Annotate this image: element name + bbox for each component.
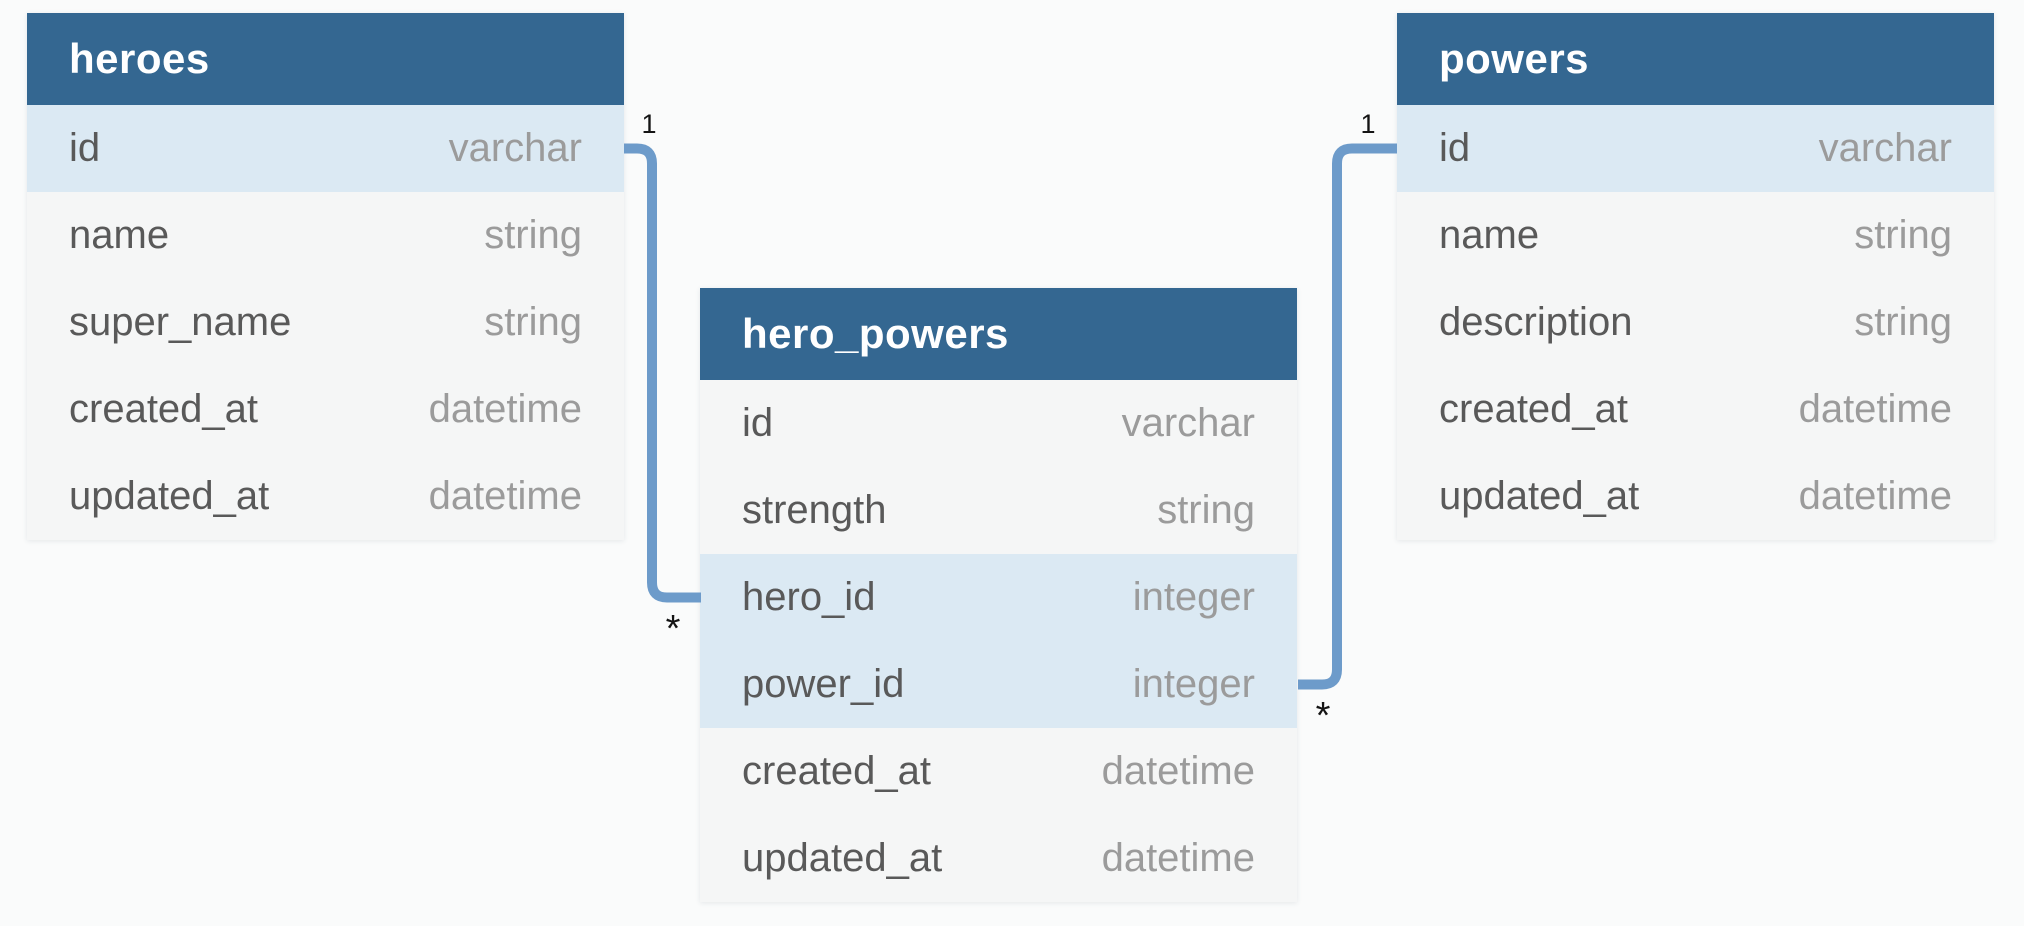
row-powers-description[interactable]: description string xyxy=(1397,279,1994,366)
field-name: hero_id xyxy=(742,575,876,619)
field-name: updated_at xyxy=(69,474,270,518)
field-type: datetime xyxy=(1798,387,1952,431)
table-title: heroes xyxy=(69,35,210,82)
field-name: power_id xyxy=(742,662,905,706)
field-name: name xyxy=(69,213,170,257)
row-hero-powers-id[interactable]: id varchar xyxy=(700,380,1297,467)
table-powers[interactable]: powers id varchar name string descriptio… xyxy=(1397,13,1994,540)
field-type: integer xyxy=(1132,662,1255,706)
field-type: varchar xyxy=(1818,126,1952,170)
table-heroes-header[interactable]: heroes xyxy=(27,13,624,105)
field-name: super_name xyxy=(69,300,292,344)
field-name: updated_at xyxy=(1439,474,1640,518)
row-hero-powers-updated-at[interactable]: updated_at datetime xyxy=(700,815,1297,902)
field-type: string xyxy=(484,300,582,344)
field-type: string xyxy=(484,213,582,257)
row-powers-updated-at[interactable]: updated_at datetime xyxy=(1397,453,1994,540)
field-type: datetime xyxy=(428,387,582,431)
field-type: integer xyxy=(1132,575,1255,619)
field-name: updated_at xyxy=(742,836,943,880)
row-heroes-updated-at[interactable]: updated_at datetime xyxy=(27,453,624,540)
field-type: string xyxy=(1854,213,1952,257)
row-hero-powers-created-at[interactable]: created_at datetime xyxy=(700,728,1297,815)
cardinality-label-one: 1 xyxy=(1360,109,1375,139)
field-type: varchar xyxy=(1121,401,1255,445)
row-hero-powers-power-id[interactable]: power_id integer xyxy=(700,641,1297,728)
field-name: strength xyxy=(742,488,887,532)
table-hero-powers-header[interactable]: hero_powers xyxy=(700,288,1297,380)
table-title: hero_powers xyxy=(742,310,1009,357)
field-name: name xyxy=(1439,213,1540,257)
table-title: powers xyxy=(1439,35,1590,82)
field-name: created_at xyxy=(69,387,259,431)
cardinality-label-many: * xyxy=(666,608,681,650)
relationship-line-powers-hero-powers[interactable] xyxy=(1298,143,1397,690)
field-type: string xyxy=(1854,300,1952,344)
row-powers-created-at[interactable]: created_at datetime xyxy=(1397,366,1994,453)
row-heroes-id[interactable]: id varchar xyxy=(27,105,624,192)
row-hero-powers-hero-id[interactable]: hero_id integer xyxy=(700,554,1297,641)
row-powers-id[interactable]: id varchar xyxy=(1397,105,1994,192)
field-type: datetime xyxy=(1798,474,1952,518)
cardinality-label-many: * xyxy=(1316,695,1331,737)
row-powers-name[interactable]: name string xyxy=(1397,192,1994,279)
row-hero-powers-strength[interactable]: strength string xyxy=(700,467,1297,554)
field-name: created_at xyxy=(1439,387,1629,431)
row-heroes-name[interactable]: name string xyxy=(27,192,624,279)
field-type: string xyxy=(1157,488,1255,532)
field-name: id xyxy=(69,126,101,170)
field-type: datetime xyxy=(1101,749,1255,793)
table-powers-header[interactable]: powers xyxy=(1397,13,1994,105)
field-name: id xyxy=(1439,126,1471,170)
field-type: datetime xyxy=(1101,836,1255,880)
field-name: description xyxy=(1439,300,1633,344)
field-name: id xyxy=(742,401,774,445)
row-heroes-super-name[interactable]: super_name string xyxy=(27,279,624,366)
row-heroes-created-at[interactable]: created_at datetime xyxy=(27,366,624,453)
field-name: created_at xyxy=(742,749,932,793)
cardinality-label-one: 1 xyxy=(641,109,656,139)
table-hero-powers[interactable]: hero_powers id varchar strength string h… xyxy=(700,288,1297,902)
field-type: datetime xyxy=(428,474,582,518)
table-heroes[interactable]: heroes id varchar name string super_name… xyxy=(27,13,624,540)
relationship-line-heroes-hero-powers[interactable] xyxy=(624,143,701,603)
field-type: varchar xyxy=(448,126,582,170)
